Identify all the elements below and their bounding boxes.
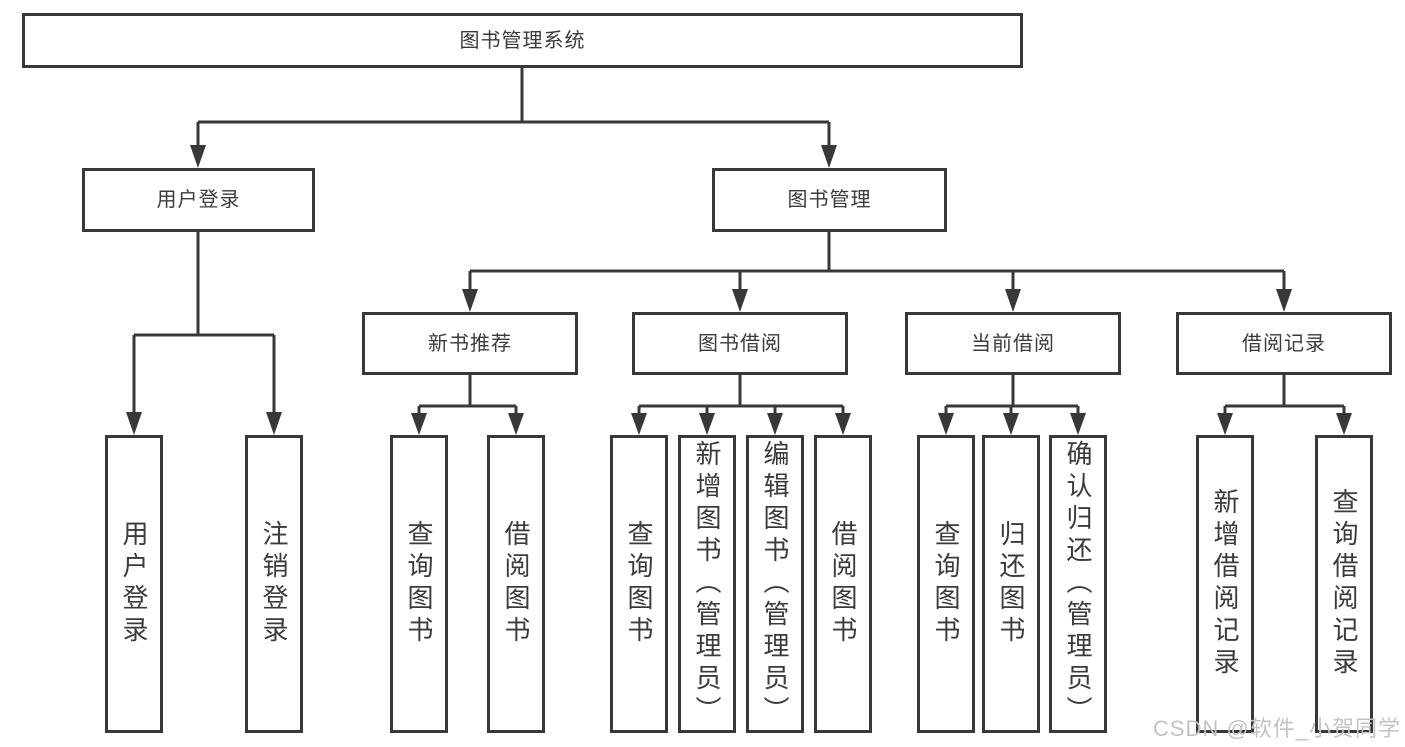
arrow-down-icon xyxy=(938,413,954,435)
node-user-login: 用户登录 xyxy=(82,168,315,232)
leaf-add-books-admin: 新增图书（管理员） xyxy=(678,435,736,733)
node-book-borrow: 图书借阅 xyxy=(632,312,848,375)
arrow-down-icon xyxy=(266,412,282,435)
arrow-down-icon xyxy=(835,413,851,435)
node-borrow-records: 借阅记录 xyxy=(1176,312,1392,375)
arrow-down-icon xyxy=(1003,413,1019,435)
leaf-confirm-return-admin: 确认归还（管理员） xyxy=(1049,435,1107,733)
arrow-down-icon xyxy=(190,145,206,168)
leaf-query-books-2: 查询图书 xyxy=(610,435,668,733)
connector-records-to-leaves xyxy=(1223,375,1346,414)
node-current-borrow: 当前借阅 xyxy=(905,312,1121,375)
connector-newbooks-to-leaves xyxy=(417,375,518,414)
arrow-down-icon xyxy=(1336,413,1352,435)
arrow-down-icon xyxy=(462,289,478,312)
connector-bookmgmt-to-level3 xyxy=(468,232,1286,291)
arrow-down-icon xyxy=(821,145,837,168)
arrow-down-icon xyxy=(126,412,142,435)
node-new-book-recommend: 新书推荐 xyxy=(362,312,578,375)
leaf-return-books: 归还图书 xyxy=(982,435,1040,733)
watermark: CSDN @软件_小贺同学 xyxy=(1152,716,1401,741)
leaf-query-books-3: 查询图书 xyxy=(917,435,975,733)
leaf-logout: 注销登录 xyxy=(245,435,303,733)
arrow-down-icon xyxy=(767,413,783,435)
connector-root-to-level2 xyxy=(196,68,831,147)
arrow-down-icon xyxy=(411,413,427,435)
arrow-down-icon xyxy=(631,413,647,435)
connector-current-to-leaves xyxy=(944,375,1080,414)
leaf-query-books-1: 查询图书 xyxy=(390,435,448,733)
leaf-add-borrow-record: 新增借阅记录 xyxy=(1196,435,1254,733)
arrow-down-icon xyxy=(699,413,715,435)
connector-borrow-to-leaves xyxy=(637,375,845,414)
arrow-down-icon xyxy=(1005,289,1021,312)
node-book-management: 图书管理 xyxy=(712,168,947,232)
arrow-down-icon xyxy=(1217,413,1233,435)
connector-userlogin-to-leaves xyxy=(132,232,276,414)
arrow-down-icon xyxy=(732,289,748,312)
arrow-down-icon xyxy=(1276,289,1292,312)
leaf-borrow-books-2: 借阅图书 xyxy=(814,435,872,733)
leaf-edit-books-admin: 编辑图书（管理员） xyxy=(746,435,804,733)
arrow-down-icon xyxy=(1070,413,1086,435)
arrow-down-icon xyxy=(508,413,524,435)
leaf-user-login: 用户登录 xyxy=(105,435,163,733)
leaf-query-borrow-record: 查询借阅记录 xyxy=(1315,435,1373,733)
node-root: 图书管理系统 xyxy=(22,13,1023,68)
leaf-borrow-books-1: 借阅图书 xyxy=(487,435,545,733)
